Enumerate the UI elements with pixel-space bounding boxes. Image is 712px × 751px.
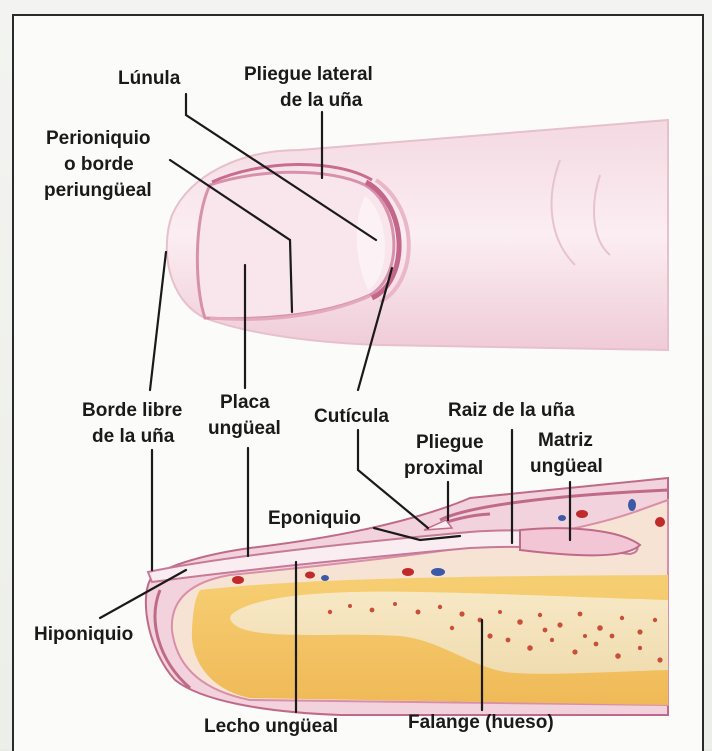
label-falange: Falange (hueso)	[408, 712, 554, 733]
nail-cross-section	[146, 478, 668, 715]
label-matriz-1: Matriz	[538, 430, 593, 451]
label-borde-libre-2: de la uña	[92, 426, 175, 447]
label-pliegue-proximal-1: Pliegue	[416, 432, 484, 453]
label-perioniquio-1: Perioniquio	[46, 128, 151, 149]
label-matriz-2: ungüeal	[530, 456, 603, 477]
label-perioniquio-2: o borde	[64, 154, 134, 175]
label-borde-libre-1: Borde libre	[82, 400, 182, 421]
label-placa-1: Placa	[220, 392, 270, 413]
label-pliegue-lateral-2: de la uña	[280, 90, 363, 111]
label-perioniquio-3: periungüeal	[44, 180, 152, 201]
label-eponiquio: Eponiquio	[268, 508, 361, 529]
finger-exterior-illustration	[167, 120, 668, 350]
label-cuticula: Cutícula	[314, 406, 389, 427]
label-pliegue-proximal-2: proximal	[404, 458, 483, 479]
label-lunula: Lúnula	[118, 68, 181, 89]
label-pliegue-lateral-1: Pliegue lateral	[244, 64, 373, 85]
label-hiponiquio: Hiponiquio	[34, 624, 133, 645]
label-raiz: Raiz de la uña	[448, 400, 575, 421]
label-placa-2: ungüeal	[208, 418, 281, 439]
label-lecho: Lecho ungüeal	[204, 716, 338, 737]
